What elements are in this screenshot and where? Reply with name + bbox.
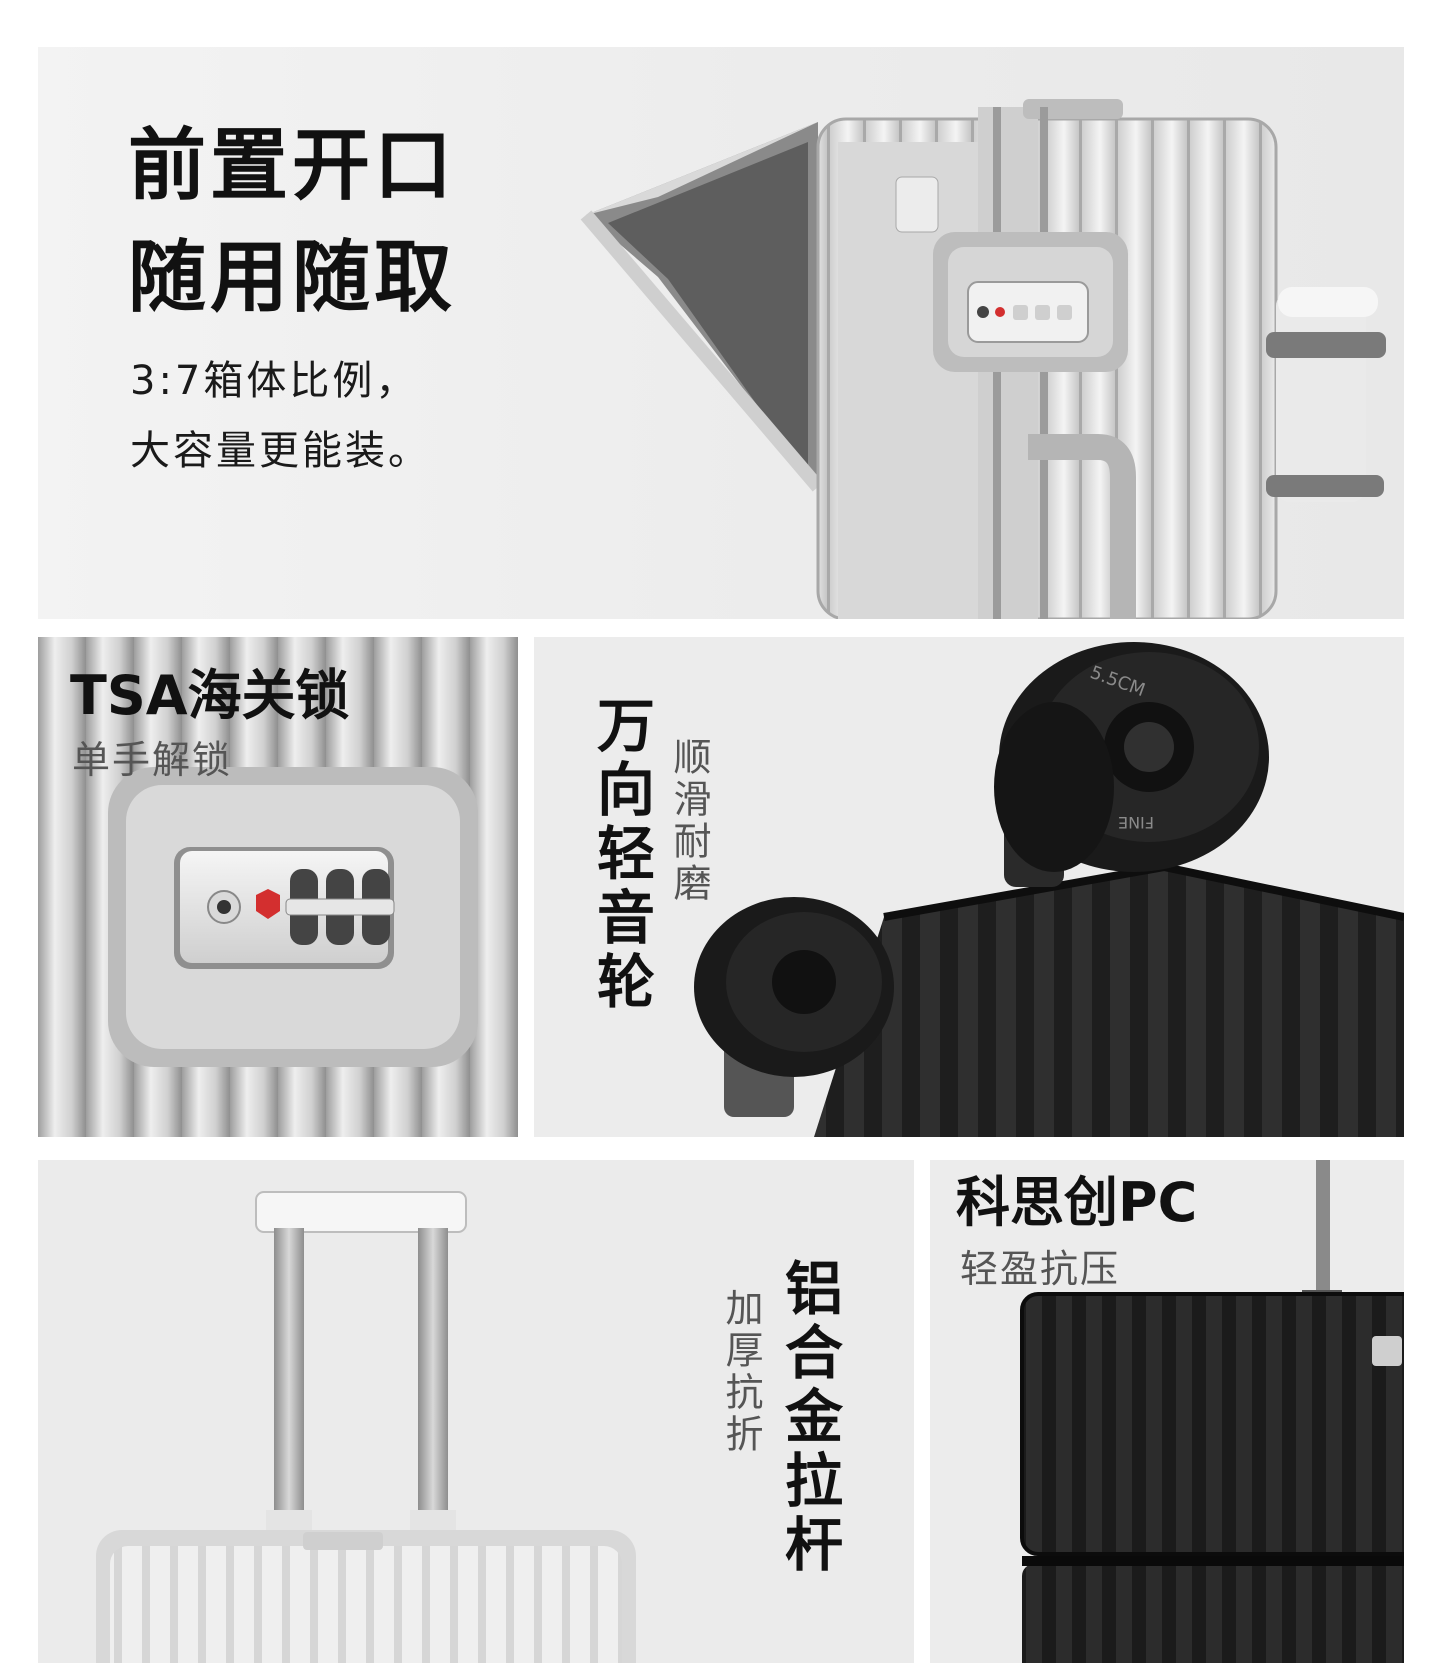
- handle-illustration: [96, 1191, 636, 1663]
- wheel-brand-mark: FINE: [1118, 813, 1154, 832]
- hero-title-line-1: 前置开口: [128, 121, 457, 211]
- wheels-panel: 5.5CM FINE 万向轻音轮 顺滑耐磨: [534, 637, 1404, 1137]
- tsa-lock-icon: [256, 889, 280, 919]
- tsa-lock-illustration: [38, 637, 518, 1137]
- hero-subtitle-line-2: 大容量更能装。: [130, 428, 431, 474]
- wheels-illustration: 5.5CM FINE: [694, 642, 1404, 1137]
- wheels-title: 万向轻音轮: [587, 695, 655, 1015]
- hero-subtitle-line-1: 3:7箱体比例，: [130, 358, 419, 404]
- front-opening-suitcase-illustration: [580, 99, 1386, 619]
- hero-title-line-2: 随用随取: [128, 233, 457, 323]
- front-opening-panel: 前置开口 随用随取 3:7箱体比例， 大容量更能装。: [38, 47, 1404, 619]
- tsa-subtitle: 单手解锁: [72, 738, 233, 782]
- handle-title: 铝合金拉杆: [775, 1258, 843, 1578]
- handle-panel: 铝合金拉杆 加厚抗折: [38, 1160, 914, 1663]
- tsa-title: TSA海关锁: [70, 664, 350, 727]
- tsa-lock-panel: TSA海关锁 单手解锁: [38, 637, 518, 1137]
- pc-shell-panel: 科思创PC 轻盈抗压: [930, 1160, 1404, 1663]
- wheels-subtitle: 顺滑耐磨: [667, 737, 711, 905]
- pc-shell-illustration: [1020, 1160, 1404, 1663]
- pc-title: 科思创PC: [956, 1171, 1198, 1234]
- pc-subtitle: 轻盈抗压: [960, 1247, 1121, 1291]
- handle-subtitle: 加厚抗折: [719, 1288, 763, 1456]
